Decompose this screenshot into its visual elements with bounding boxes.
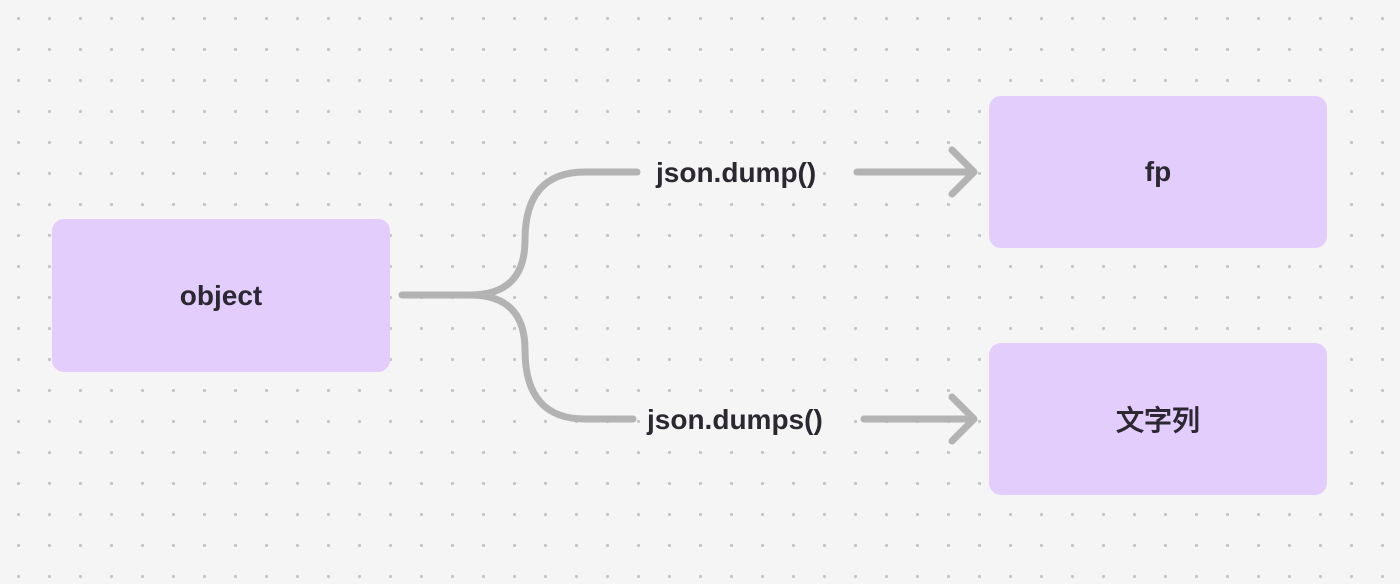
- edge-label-dump: json.dump(): [650, 155, 823, 191]
- node-object[interactable]: object: [52, 219, 390, 372]
- arrowhead-dump-icon: [948, 146, 978, 198]
- node-fp[interactable]: fp: [989, 96, 1327, 248]
- node-string[interactable]: 文字列: [989, 343, 1327, 495]
- node-fp-label: fp: [1144, 156, 1172, 187]
- arrowhead-dumps-icon: [948, 393, 978, 445]
- edge-label-dumps: json.dumps(): [641, 402, 829, 438]
- connector-dump-line: [398, 168, 641, 299]
- node-string-label: 文字列: [1115, 405, 1200, 436]
- connector-dumps-line: [466, 291, 637, 423]
- node-object-label: object: [179, 279, 263, 311]
